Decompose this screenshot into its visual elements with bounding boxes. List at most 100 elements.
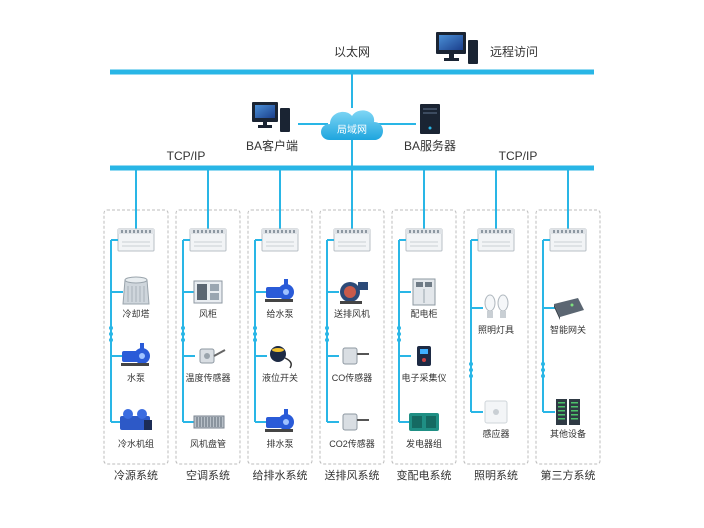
ellipsis-dot-3 (541, 374, 545, 378)
water-pump-icon (121, 343, 150, 366)
ba-server-label: BA服务器 (404, 138, 456, 153)
device-label: 排水泵 (266, 438, 293, 449)
chiller-icon (120, 409, 152, 430)
device-label: 送排风机 (334, 308, 370, 319)
system-box (463, 209, 529, 465)
ddc-controller-icon (477, 228, 515, 252)
ddc-controller-icon (261, 228, 299, 252)
device-label: 电子采集仪 (401, 372, 446, 383)
duct-sensor-icon (342, 413, 369, 431)
ellipsis-dot-3 (253, 338, 257, 342)
system-box (175, 209, 241, 465)
ba-client-label: BA客户端 (246, 138, 298, 153)
device-label: 冷水机组 (118, 438, 154, 449)
device-label: 配电柜 (410, 308, 437, 319)
ellipsis-dot-2 (181, 332, 185, 336)
device-label: 智能网关 (550, 324, 586, 335)
gateway-icon (554, 298, 584, 320)
blower-fan-icon (340, 282, 368, 304)
ellipsis-dot-3 (469, 374, 473, 378)
device-label: 其他设备 (550, 428, 586, 439)
duct-sensor-icon (342, 347, 369, 365)
ellipsis-dot-3 (325, 338, 329, 342)
ddc-controller-icon (549, 228, 587, 252)
generator-icon (409, 413, 439, 431)
device-label: CO2传感器 (329, 438, 375, 449)
system-box (319, 209, 385, 465)
level-switch-icon (270, 346, 292, 369)
lan-label: 局域网 (337, 123, 367, 136)
device-label: 发电器组 (406, 438, 442, 449)
system-name: 变配电系统 (397, 468, 452, 482)
power-meter-icon (417, 346, 431, 366)
ddc-controller-icon (189, 228, 227, 252)
ellipsis-dot-2 (253, 332, 257, 336)
device-label: 风机盘管 (190, 438, 226, 449)
distribution-cabinet-icon (412, 278, 436, 306)
ellipsis-dot-1 (541, 362, 545, 366)
cooling-tower-icon (122, 276, 150, 305)
server-rack-icon (556, 399, 580, 425)
device-label: 感应器 (482, 428, 509, 439)
ddc-controller-icon (117, 228, 155, 252)
led-bulb-icon (484, 294, 509, 318)
device-label: 水泵 (127, 372, 145, 383)
water-pump-icon (265, 409, 294, 432)
ddc-controller-icon (405, 228, 443, 252)
motion-sensor-icon (484, 400, 508, 424)
ba-client-computer-icon (252, 102, 290, 132)
ellipsis-dot-2 (541, 368, 545, 372)
air-handler-icon (193, 280, 223, 304)
ellipsis-dot-1 (109, 326, 113, 330)
system-name: 照明系统 (474, 469, 518, 482)
device-label: 液位开关 (262, 372, 298, 383)
device-label: 照明灯具 (478, 325, 514, 335)
system-name: 空调系统 (186, 468, 230, 482)
ellipsis-dot-3 (109, 338, 113, 342)
ellipsis-dot-2 (109, 332, 113, 336)
lan-cloud-icon (321, 110, 383, 140)
ellipsis-dot-1 (325, 326, 329, 330)
device-label: 风柜 (199, 308, 217, 319)
device-label: CO传感器 (332, 372, 373, 383)
ellipsis-dot-1 (181, 326, 185, 330)
ellipsis-dot-1 (253, 326, 257, 330)
ba-server-icon (420, 104, 440, 134)
system-box (103, 209, 169, 465)
system-name: 给排水系统 (253, 468, 308, 482)
ellipsis-dot-2 (469, 368, 473, 372)
system-name: 冷源系统 (114, 468, 158, 482)
ellipsis-dot-2 (397, 332, 401, 336)
fan-coil-icon (193, 415, 225, 429)
ellipsis-dot-2 (325, 332, 329, 336)
device-label: 温度传感器 (185, 372, 230, 383)
system-box (247, 209, 313, 465)
device-label: 冷却塔 (122, 308, 149, 319)
temperature-sensor-icon (199, 348, 226, 364)
ellipsis-dot-3 (397, 338, 401, 342)
ethernet-label: 以太网 (334, 44, 370, 59)
ddc-controller-icon (333, 228, 371, 252)
ellipsis-dot-1 (397, 326, 401, 330)
system-name: 第三方系统 (541, 468, 596, 482)
system-name: 送排风系统 (325, 468, 380, 482)
system-box (535, 209, 601, 465)
water-pump-icon (265, 279, 294, 302)
tcp-ip-label-right: TCP/IP (499, 149, 538, 163)
tcp-ip-label-left: TCP/IP (167, 149, 206, 163)
ellipsis-dot-1 (469, 362, 473, 366)
subsystems: 冷却塔水泵冷水机组冷源系统风柜温度传感器风机盘管空调系统给水泵液位开关排水泵给排… (103, 168, 601, 482)
remote-access-computer-icon (436, 32, 478, 64)
ellipsis-dot-3 (181, 338, 185, 342)
remote-access-label: 远程访问 (490, 44, 538, 59)
system-box (391, 209, 457, 465)
device-label: 给水泵 (266, 308, 293, 319)
